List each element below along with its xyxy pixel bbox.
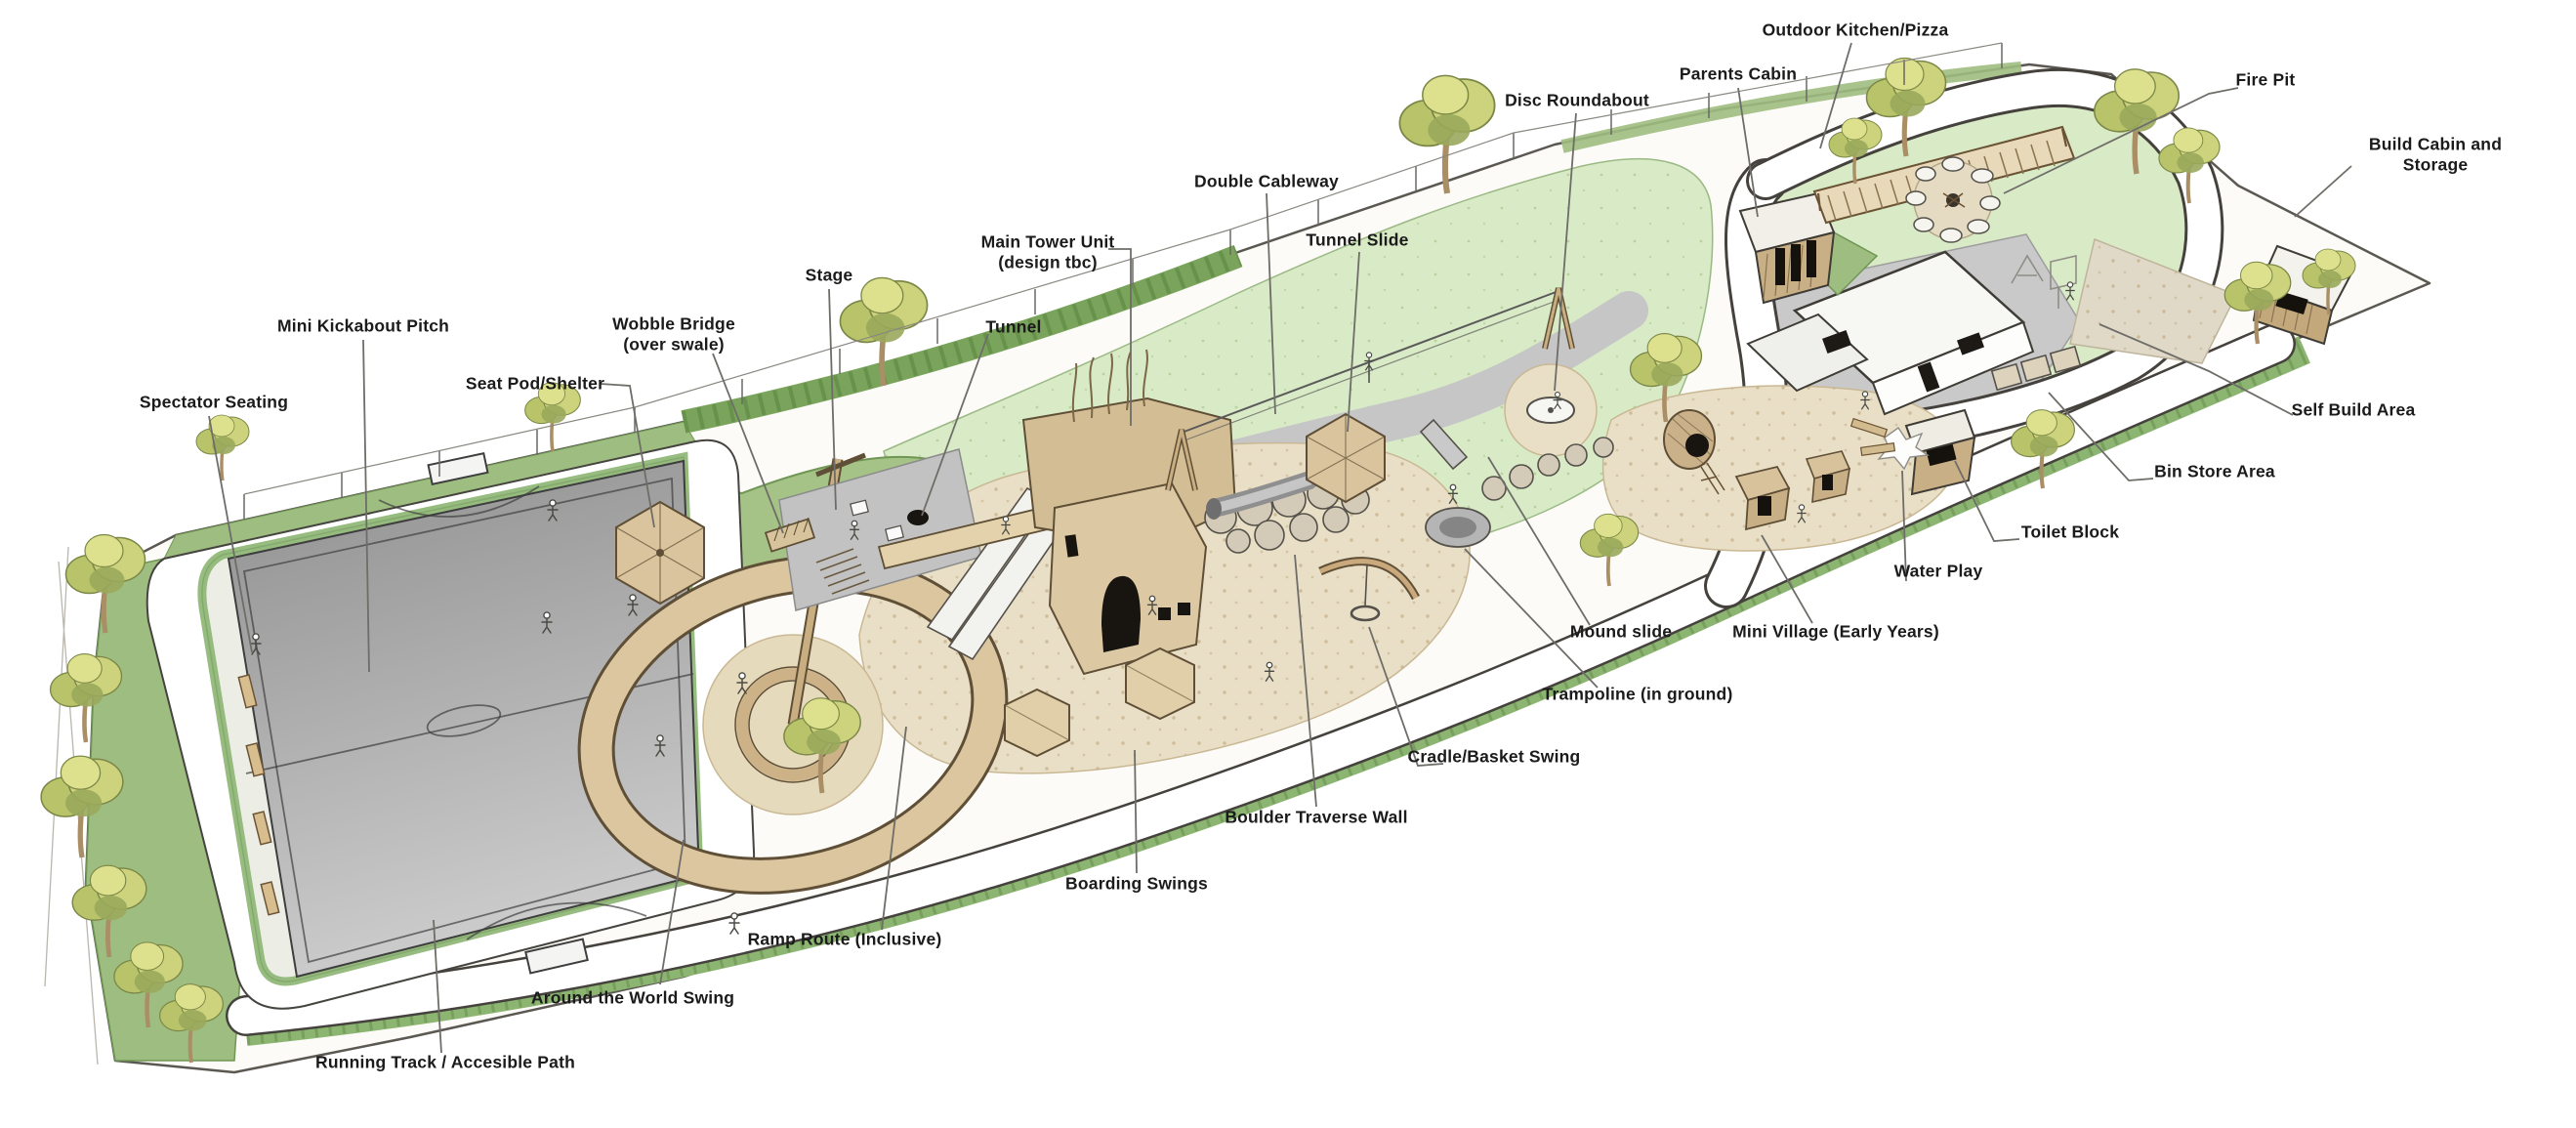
label-build-cabin-and-storage: Build Cabin and Storage <box>2368 134 2503 174</box>
label-self-build-area: Self Build Area <box>2291 399 2416 420</box>
label-mini-village-early-years: Mini Village (Early Years) <box>1732 621 1939 642</box>
label-mound-slide: Mound slide <box>1569 621 1673 642</box>
disc-roundabout-art <box>1526 397 1575 424</box>
main-tower-art <box>877 349 1237 676</box>
leader-lines <box>208 42 2352 1054</box>
label-boarding-swings: Boarding Swings <box>1065 873 1208 894</box>
label-spectator-seating: Spectator Seating <box>139 392 289 412</box>
label-boulder-traverse-wall: Boulder Traverse Wall <box>1225 807 1408 827</box>
parents-cabin-art <box>1738 191 1879 305</box>
wobble-bridge-art <box>764 517 870 595</box>
label-around-the-world-swing: Around the World Swing <box>530 987 735 1008</box>
seat-pod-art <box>615 500 705 606</box>
label-wobble-bridge: Wobble Bridge (over swale) <box>612 313 735 354</box>
mini-village-art <box>1663 409 1851 531</box>
boundary-fence <box>243 42 2003 520</box>
label-double-cableway: Double Cableway <box>1194 171 1339 191</box>
label-seat-pod-shelter: Seat Pod/Shelter <box>465 373 605 394</box>
label-disc-roundabout: Disc Roundabout <box>1505 90 1649 110</box>
spectator-seating-art <box>237 674 280 916</box>
water-play-art <box>1849 417 1930 471</box>
label-water-play: Water Play <box>1893 561 1983 581</box>
label-toilet-block: Toilet Block <box>2020 522 2120 542</box>
trampoline-art <box>1425 507 1491 548</box>
label-mini-kickabout-pitch: Mini Kickabout Pitch <box>276 315 450 336</box>
label-tunnel-slide: Tunnel Slide <box>1306 230 1409 250</box>
fire-pit-art <box>1905 156 2001 243</box>
label-fire-pit: Fire Pit <box>2235 69 2296 90</box>
toilet-block-art <box>1904 408 1976 496</box>
cableway-art <box>1165 287 1575 491</box>
cradle-swing-art <box>1318 557 1420 622</box>
label-outdoor-kitchen-pizza: Outdoor Kitchen/Pizza <box>1762 20 1949 40</box>
label-stage: Stage <box>805 265 853 285</box>
label-tunnel: Tunnel <box>985 316 1042 337</box>
label-running-track-accesible-path: Running Track / Accesible Path <box>315 1052 575 1072</box>
label-bin-store-area: Bin Store Area <box>2154 461 2275 481</box>
label-main-tower-unit: Main Tower Unit (design tbc) <box>980 231 1115 272</box>
label-trampoline-in-ground: Trampoline (in ground) <box>1542 684 1733 704</box>
label-ramp-route-inclusive: Ramp Route (Inclusive) <box>747 929 942 949</box>
label-cradle-basket-swing: Cradle/Basket Swing <box>1407 746 1581 767</box>
label-parents-cabin: Parents Cabin <box>1679 63 1798 84</box>
bin-store-art <box>1990 345 2082 392</box>
main-cabin-art <box>1746 250 2035 416</box>
boarding-swings-art <box>1004 647 1195 758</box>
gravel-yard-art <box>2069 237 2238 364</box>
